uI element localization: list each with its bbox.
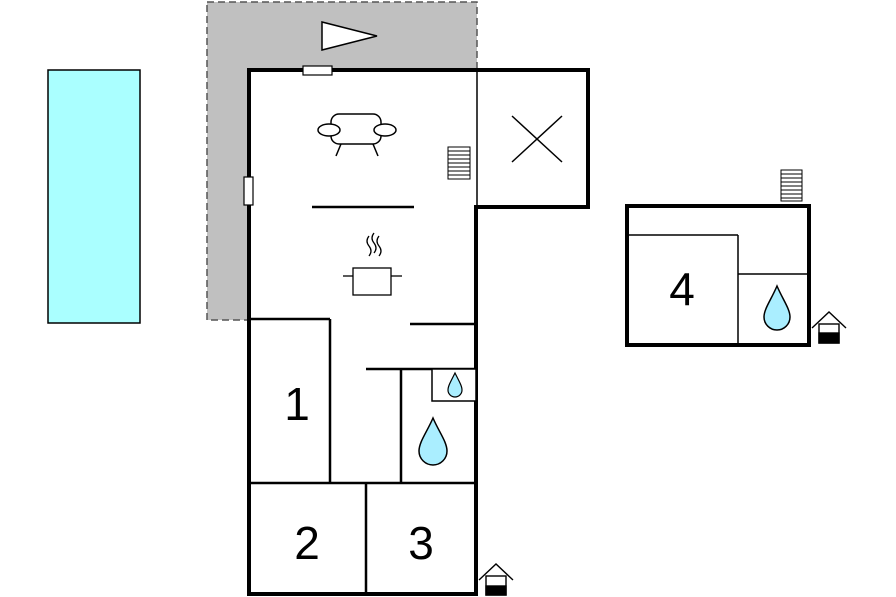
- stairs-icon: [447, 146, 471, 180]
- room-number: 1: [284, 378, 310, 430]
- cooking-pot-icon: [343, 232, 402, 296]
- water-drop-icon: [763, 284, 791, 331]
- water-drop-icon: [418, 416, 448, 466]
- room-number: 3: [408, 517, 434, 569]
- sofa-icon: [317, 113, 397, 157]
- interior-walls: [249, 317, 476, 594]
- entrance-house-icon: [478, 563, 514, 596]
- annex-walls: [629, 234, 807, 343]
- open-space-cross-icon: [511, 115, 563, 163]
- room-number: 4: [669, 263, 695, 315]
- direction-arrow-icon: [321, 21, 378, 51]
- main-house-outline: [247, 68, 590, 596]
- room-number: 2: [294, 517, 320, 569]
- pool-area: [47, 69, 141, 324]
- entrance-house-icon: [811, 311, 847, 344]
- window: [243, 176, 254, 206]
- window: [302, 65, 333, 76]
- water-drop-icon: [447, 371, 463, 398]
- stairs-icon: [780, 169, 803, 202]
